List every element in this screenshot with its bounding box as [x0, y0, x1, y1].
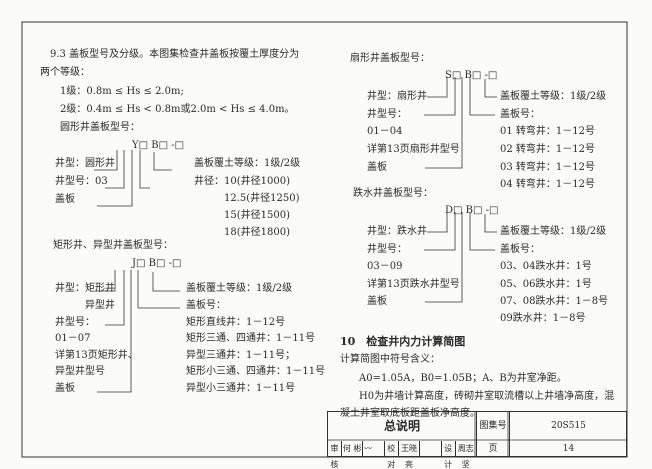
drop-title: 跌水井盖板型号： — [353, 188, 433, 199]
rect-title: 矩形井、异型井盖板型号： — [53, 240, 173, 251]
fan-right: 04 转弯井：1－12号 — [500, 179, 595, 190]
fan-right: 盖板号： — [500, 109, 540, 120]
drop-left: 盖板 — [367, 296, 387, 307]
fan-left: 盖板 — [367, 162, 387, 173]
drop-right: 03、04跌水井：1号 — [500, 261, 592, 272]
round-code: Y□ B□ -□ — [132, 140, 185, 151]
rect-right: 矩形直线井：1－12号 — [186, 317, 286, 328]
round-right: 12.5(井径1250) — [224, 193, 300, 204]
fan-left: 井型：扇形井 — [367, 91, 427, 102]
page-number: 14 — [509, 441, 627, 457]
rect-left: 详第13页矩形井、 — [55, 350, 138, 361]
drop-left: 井型号： — [367, 244, 407, 255]
round-right: 18(井径1800) — [224, 227, 290, 238]
atlas-label: 图集号 — [476, 412, 509, 441]
checker-signature — [419, 441, 440, 457]
rect-left: 井型：矩形井 — [55, 283, 115, 294]
checker-name: 王晓亮 — [397, 441, 419, 469]
sec93-line1: 9.3 盖板型号及分级。本图集检查井盖板按覆土厚度分为 — [50, 49, 300, 60]
round-right: 盖板覆土等级：1级/2级 — [194, 158, 301, 169]
review-label: 审核 — [330, 444, 339, 469]
reviewer-signature: 〰 — [362, 441, 383, 457]
drop-right: 盖板号： — [500, 244, 540, 255]
drop-left: 详第13页跌水井型号 — [367, 279, 460, 290]
page-label: 页 — [476, 441, 509, 457]
rect-right: 盖板覆土等级：1级/2级 — [186, 283, 293, 294]
rect-right: 异型三通井：1－11号； — [186, 350, 296, 361]
fan-left: 01－04 — [367, 126, 403, 137]
rect-right: 矩形小三通、四通井：1－11号 — [186, 366, 326, 377]
fan-right: 03 转弯井：1－12号 — [500, 162, 595, 173]
round-right: 井径：10(井径1000) — [194, 176, 290, 187]
sec10-title: 10 检查井内力计算简图 — [340, 335, 466, 348]
sec10-line: 凝土井室取底板距盖板净高度。 — [340, 408, 480, 419]
drop-left: 井型：跌水井 — [367, 226, 427, 237]
sec93-line2: 两个等级： — [40, 67, 90, 78]
drop-right: 09跌水井：1－8号 — [500, 313, 586, 324]
rect-left: 01－07 — [55, 333, 91, 344]
round-title: 圆形井盖板型号： — [60, 122, 140, 133]
round-left: 盖板 — [55, 194, 75, 205]
signature-row: 审核 何 彬 〰 校对 王晓亮 设计 周志坚 — [328, 441, 476, 469]
design-label: 设计 — [440, 441, 455, 469]
rect-right: 盖板号： — [186, 300, 226, 311]
sec10-line: A0=1.05A，B0=1.05B；A、B为井室净距。 — [359, 373, 567, 384]
fan-left: 井型号： — [367, 109, 407, 120]
fan-title: 扇形井盖板型号： — [350, 53, 430, 64]
drop-right: 07、08跌水井：1－8号 — [500, 296, 609, 307]
fan-right: 02 转弯井：1－12号 — [500, 144, 595, 155]
sec93-line3: 1级：0.8m ≤ Hs ≤ 2.0m; — [60, 86, 184, 97]
atlas-number: 20S515 — [509, 412, 627, 441]
round-left: 井型号：03 — [55, 176, 108, 187]
fan-right: 盖板覆土等级：1级/2级 — [500, 91, 607, 102]
sec10-line: H0为井墙计算高度，砖砌井室取流槽以上井墙净高度，混 — [359, 391, 615, 402]
drop-right: 盖板覆土等级：1级/2级 — [500, 226, 607, 237]
rect-left: 井型号： — [55, 317, 95, 328]
round-right: 15(井径1500) — [224, 210, 290, 221]
sec10-line: 计算简图中符号含义： — [340, 354, 440, 365]
rect-right: 矩形三通、四通井：1－11号 — [186, 333, 316, 344]
check-label: 校对 — [383, 441, 398, 469]
designer-name: 周志坚 — [454, 441, 476, 469]
rect-code: J□ B□ -□ — [132, 258, 182, 269]
drop-right: 05、06跌水井：1号 — [500, 279, 592, 290]
title-block: 总说明 图集号 20S515 审核 何 彬 〰 校对 王晓亮 设计 周志坚 页 … — [327, 411, 627, 469]
rect-left: 盖板 — [55, 383, 75, 394]
fan-right: 01 转弯井：1－12号 — [500, 126, 595, 137]
rect-right: 异型小三通井：1－11号 — [186, 383, 296, 394]
rect-left: 异型井型号 — [55, 366, 105, 377]
fan-left: 详第13页扇形井型号 — [367, 144, 460, 155]
drop-code: D□ B□ -□ — [445, 205, 499, 216]
rect-left: 异型井 — [85, 300, 115, 311]
round-left: 井型：圆形井 — [55, 158, 115, 169]
sheet-title: 总说明 — [383, 419, 420, 433]
sec93-line4: 2级：0.4m ≤ Hs < 0.8m或2.0m < Hs ≤ 4.0m。 — [60, 104, 295, 115]
reviewer-name: 何 彬 — [340, 441, 362, 457]
drop-left: 03－09 — [367, 261, 403, 272]
fan-code: S□ B□ -□ — [445, 70, 498, 81]
